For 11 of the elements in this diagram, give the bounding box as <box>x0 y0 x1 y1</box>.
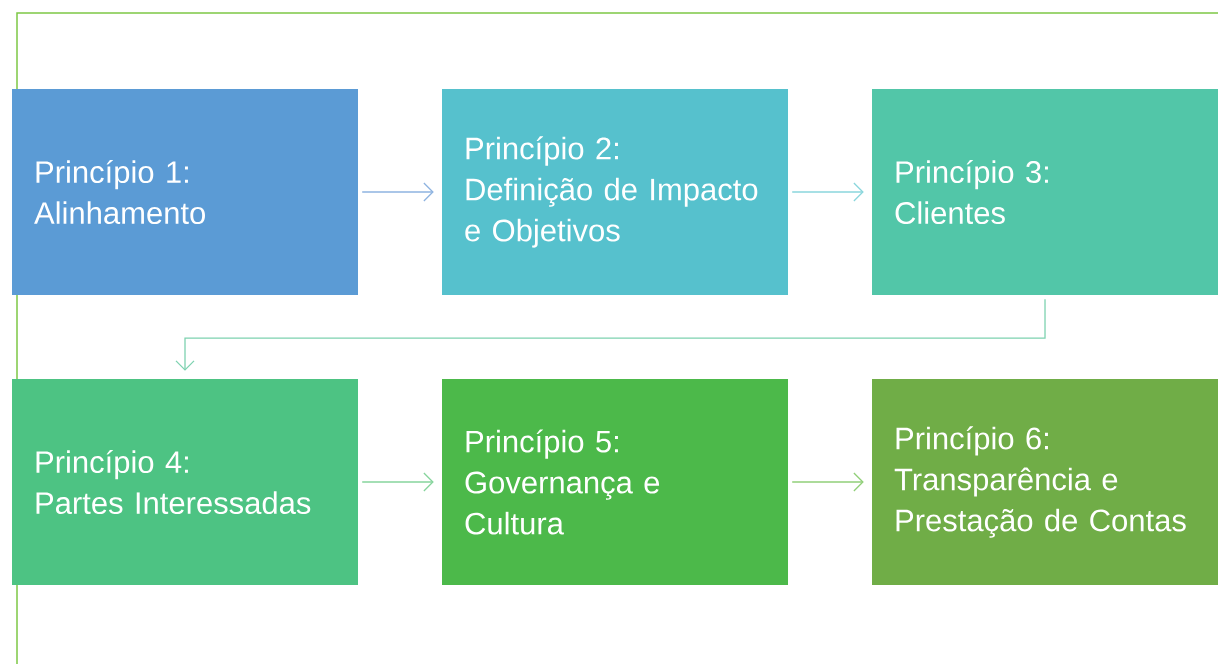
process-box: Princípio 1: Alinhamento <box>12 89 358 295</box>
arrow <box>361 472 434 492</box>
arrow <box>175 298 1046 371</box>
arrow <box>791 472 864 492</box>
arrow <box>361 182 434 202</box>
process-box: Princípio 6: Transparência e Prestação de Contas <box>872 379 1218 585</box>
process-box: Princípio 3: Clientes <box>872 89 1218 295</box>
process-box: Princípio 5: Governança e Cultura <box>442 379 788 585</box>
arrow <box>791 182 864 202</box>
process-box: Princípio 2: Definição de Impacto e Objetivos <box>442 89 788 295</box>
process-box: Princípio 4: Partes Interessadas <box>12 379 358 585</box>
